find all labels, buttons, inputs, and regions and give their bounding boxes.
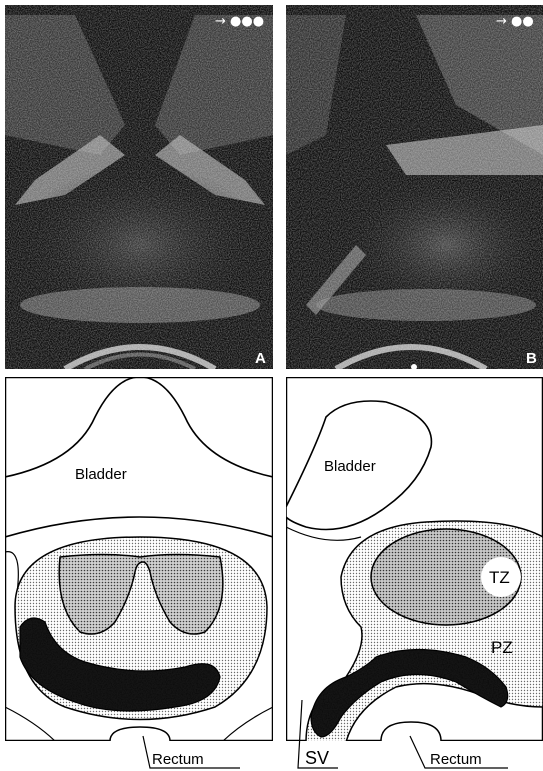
- label-pz: PZ: [491, 638, 513, 657]
- ultrasound-image-b: → ●● B: [286, 5, 543, 369]
- diagram-a: Bladder: [5, 377, 273, 741]
- label-bladder-b: Bladder: [324, 458, 376, 475]
- label-tz: TZ: [489, 568, 510, 587]
- label-rectum-a: Rectum: [152, 751, 204, 768]
- orientation-indicator-a: → ●●●: [215, 14, 264, 29]
- panel-label-b: B: [526, 350, 537, 367]
- diagram-b: Bladder TZ PZ: [286, 377, 543, 741]
- orientation-indicator-b: → ●●: [496, 14, 534, 29]
- ultrasound-image-a: → ●●● A: [5, 5, 273, 369]
- label-bladder-a: Bladder: [75, 466, 127, 483]
- label-rectum-b: Rectum: [430, 751, 482, 768]
- label-sv: SV: [305, 748, 329, 768]
- panel-label-a: A: [255, 350, 266, 367]
